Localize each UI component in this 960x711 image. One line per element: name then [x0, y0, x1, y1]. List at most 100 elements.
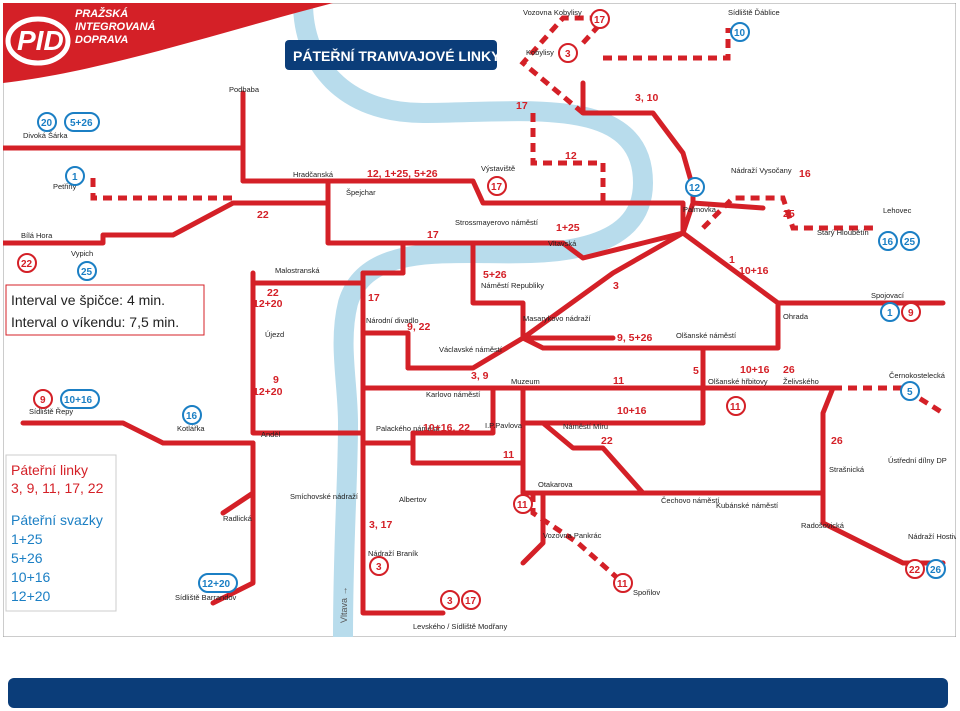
stop-vaclavske-namesti: Václavské náměstí [439, 345, 503, 354]
stop-sidliste-dablice: Sídliště Ďáblice [728, 8, 780, 17]
stop-ustredni-dilny: Ústřední dílny DP [888, 456, 947, 465]
interval-peak: Interval ve špičce: 4 min. [11, 292, 165, 308]
stop-zelivskeho: Želivského [783, 377, 819, 386]
badge-26-hostivar: 26 [930, 565, 942, 576]
stop-levskeho: Levského / Sídliště Modřany [413, 622, 507, 631]
stop-narodni-divadlo: Národní divadlo [366, 316, 419, 325]
badge-16-hloubetin: 16 [882, 237, 894, 248]
seg-palmovka-1016: 10+16 [739, 265, 769, 277]
badge-17-vystaviste: 17 [491, 182, 503, 193]
stop-nadrazi-hostivar: Nádraží Hostivař [908, 532, 956, 541]
badge-16-kotlarka: 16 [186, 411, 198, 422]
legend-trunk-title: Páteřní linky [11, 462, 88, 478]
map-title: PÁTEŘNÍ TRAMVAJOVÉ LINKY [293, 47, 501, 64]
stop-andel: Anděl [261, 430, 281, 439]
stop-kotlarka: Kotlářka [177, 424, 205, 433]
badge-3-kobylisy: 3 [565, 49, 571, 60]
badge-22-bila: 22 [21, 259, 33, 270]
stop-lehovec: Lehovec [883, 206, 912, 215]
seg-vysocany-16: 16 [799, 168, 811, 180]
stop-palackeho-namesti: Palackého náměstí [376, 424, 441, 433]
stop-divoka-sarka: Divoká Šárka [23, 131, 68, 140]
interval-box: Interval ve špičce: 4 min. Interval o ví… [5, 284, 205, 336]
legend-bundle-4: 12+20 [11, 588, 51, 604]
seg-lehovec-25: 25 [783, 208, 795, 220]
stop-strasnicka: Strašnická [829, 465, 865, 474]
legend-box: Páteřní linky 3, 9, 11, 17, 22 Páteřní s… [5, 454, 117, 612]
stop-sidliste-repy: Sídliště Řepy [29, 407, 73, 416]
seg-malostranska-1220: 12+20 [253, 298, 283, 310]
badge-526-sarka: 5+26 [70, 118, 93, 129]
stop-sidliste-barrandov: Sídliště Barrandov [175, 593, 237, 602]
badge-3-levskeho: 3 [447, 596, 453, 607]
bottom-bar [8, 678, 948, 708]
seg-vystaviste-17: 17 [516, 100, 528, 112]
title-box [285, 40, 497, 70]
badge-9-spojovaci: 9 [908, 308, 914, 319]
badge-20-sarka: 20 [41, 118, 53, 129]
stop-strossmayerovo: Strossmayerovo náměstí [455, 218, 539, 227]
stop-albertov: Albertov [399, 495, 427, 504]
seg-vaclavske-39: 3, 9 [471, 370, 489, 382]
stop-kobylisy: Kobylisy [526, 48, 554, 57]
stop-spejchar: Špejchar [346, 188, 376, 197]
badge-1-spojovaci: 1 [887, 308, 893, 319]
stop-otakarova: Otakarova [538, 480, 573, 489]
badge-1016-repy: 10+16 [64, 395, 93, 406]
stop-sporilov: Spořilov [633, 588, 660, 597]
seg-hrbitovy-26: 26 [783, 364, 795, 376]
stop-olsanske-hrbitovy: Olšanské hřbitovy [708, 377, 768, 386]
stop-namesti-miru: Náměstí Míru [563, 422, 608, 431]
seg-narodni-17: 17 [368, 292, 380, 304]
stop-radosovicka: Radošovická [801, 521, 845, 530]
stop-masarykovo: Masarykovo nádraží [523, 314, 591, 323]
badge-17-kobylisy: 17 [594, 15, 606, 26]
stop-ujezd: Újezd [265, 330, 284, 339]
seg-palmovka-1: 1 [729, 254, 735, 266]
badge-1-petriny: 1 [72, 172, 78, 183]
seg-pavlova-11: 11 [503, 449, 514, 461]
seg-hradcanska-bundle: 12, 1+25, 5+26 [367, 168, 438, 180]
seg-malostranska-22: 22 [267, 287, 279, 299]
brand-line2: INTEGROVANÁ [75, 20, 156, 33]
badge-11-sporilov: 11 [617, 579, 628, 590]
seg-vltavska-125: 1+25 [556, 222, 580, 234]
badge-25-hloubetin: 25 [904, 237, 916, 248]
stop-vozovna-pankrac: Vozovna Pankrác [543, 531, 602, 540]
seg-vystaviste-12: 12 [565, 150, 577, 162]
seg-branik-317: 3, 17 [369, 519, 393, 531]
badge-11-hrbitovy: 11 [730, 402, 741, 413]
badge-10-dablice: 10 [734, 28, 746, 39]
seg-ujezd-9: 9 [273, 374, 279, 386]
badge-11-otakarova: 11 [517, 500, 528, 511]
seg-hrbitovy-1016: 10+16 [740, 364, 770, 376]
brand-line3: DOPRAVA [75, 34, 128, 46]
tram-network-map: PID PRAŽSKÁ INTEGROVANÁ DOPRAVA PÁTEŘNÍ … [0, 2, 960, 638]
pid-logo: PID PRAŽSKÁ INTEGROVANÁ DOPRAVA [3, 3, 333, 83]
stop-malostranska: Malostranská [275, 266, 320, 275]
badge-1220-barrandov: 12+20 [202, 579, 231, 590]
stop-nadrazi-vysocany: Nádraží Vysočany [731, 166, 792, 175]
seg-ujezd-1220: 12+20 [253, 386, 283, 398]
stop-karlovo-namesti: Karlovo náměstí [426, 390, 481, 399]
badge-9-repy: 9 [40, 395, 46, 406]
brand-line1: PRAŽSKÁ [75, 7, 128, 20]
badge-3-branik: 3 [376, 562, 382, 573]
stop-podbaba: Podbaba [229, 85, 260, 94]
stop-ip-pavlova: I.P.Pavlova [485, 421, 523, 430]
seg-strossmayer-17: 17 [427, 229, 439, 241]
map-frame: PID PRAŽSKÁ INTEGROVANÁ DOPRAVA PÁTEŘNÍ … [0, 2, 960, 638]
routes-solid [0, 80, 946, 616]
stop-cechovo-namesti: Čechovo náměstí [661, 496, 720, 505]
stop-nadrazi-branik: Nádraží Braník [368, 549, 418, 558]
stop-vltavska: Vltavská [548, 239, 577, 248]
seg-masaryk-3: 3 [613, 280, 619, 292]
stop-olsanske-namesti: Olšanské náměstí [676, 331, 737, 340]
stop-kubanske-namesti: Kubánské náměstí [716, 501, 779, 510]
routes-dashed [90, 15, 945, 585]
legend-bundle-title: Páteřní svazky [11, 512, 103, 528]
legend-bundle-3: 10+16 [11, 569, 51, 585]
stop-vozovna-kobylisy: Vozovna Kobylisy [523, 8, 582, 17]
seg-strasnicka-26: 26 [831, 435, 843, 447]
seg-muzeum-1016: 10+16 [617, 405, 647, 417]
